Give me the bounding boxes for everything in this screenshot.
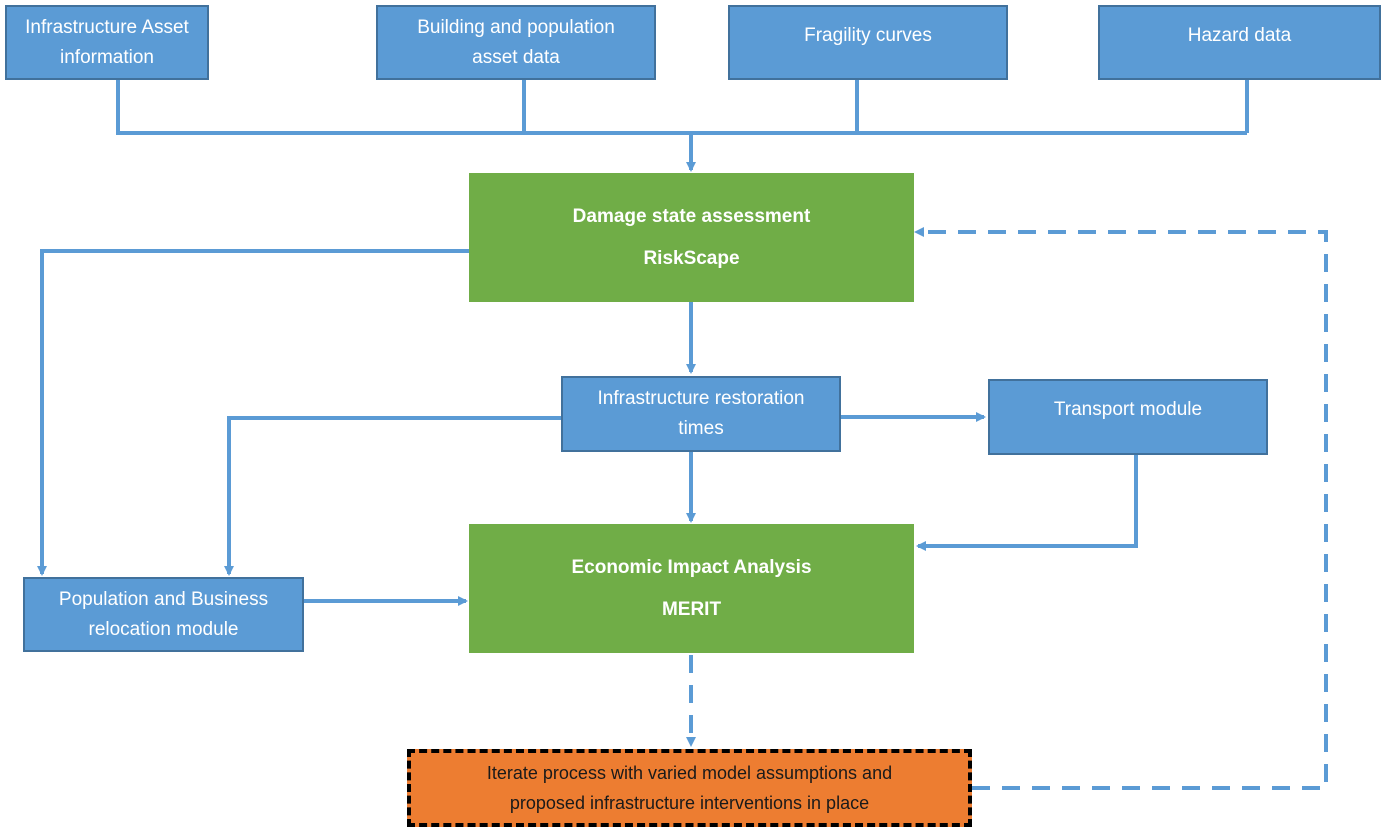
node-label: asset data xyxy=(472,46,560,68)
connector-infra-asset xyxy=(116,80,1247,135)
arrow-transport-to-economic xyxy=(916,455,1138,551)
arrow-damage-to-relocation xyxy=(37,249,469,576)
input-hazard-data: Hazard data xyxy=(1098,5,1381,80)
node-label: proposed infrastructure interventions in… xyxy=(509,793,870,813)
node-label: information xyxy=(60,46,154,68)
node-label: Building and population xyxy=(417,16,615,38)
input-infrastructure-asset: Infrastructure Asset information xyxy=(5,5,209,80)
node-label: relocation module xyxy=(88,618,239,640)
population-business-relocation: Population and Business relocation modul… xyxy=(23,577,304,652)
node-label: Infrastructure restoration xyxy=(597,388,805,409)
input-fragility-curves: Fragility curves xyxy=(728,5,1008,80)
infrastructure-restoration-times: Infrastructure restoration times xyxy=(561,376,841,452)
economic-impact-analysis: Economic Impact Analysis MERIT xyxy=(469,524,914,653)
arrow-iterate-to-damage xyxy=(914,227,1328,790)
iterate-process: Iterate process with varied model assump… xyxy=(407,749,972,827)
node-tool: MERIT xyxy=(661,598,722,620)
node-label: Transport module xyxy=(1053,399,1203,420)
node-label: Iterate process with varied model assump… xyxy=(486,763,893,783)
input-building-population: Building and population asset data xyxy=(376,5,656,80)
node-label: Population and Business xyxy=(58,588,269,610)
damage-state-assessment: Damage state assessment RiskScape xyxy=(469,173,914,302)
node-label: Hazard data xyxy=(1187,25,1292,46)
transport-module: Transport module xyxy=(988,379,1268,455)
node-label: Infrastructure Asset xyxy=(25,16,189,38)
node-title: Damage state assessment xyxy=(572,205,811,227)
node-title: Economic Impact Analysis xyxy=(571,556,812,578)
arrow-restoration-to-relocation xyxy=(224,416,561,576)
node-tool: RiskScape xyxy=(643,247,740,269)
node-label: Fragility curves xyxy=(804,25,932,46)
node-label: times xyxy=(678,418,724,439)
